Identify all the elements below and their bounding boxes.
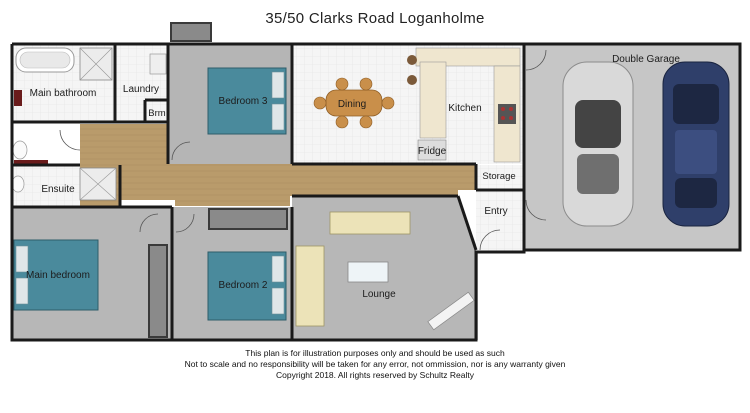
label-brm: Brm (148, 108, 166, 119)
label-laundry: Laundry (123, 84, 159, 95)
car-silver (562, 61, 634, 227)
floor-hallway (80, 124, 476, 207)
coffee-table (347, 261, 389, 283)
disclaimer-line-2: Not to scale and no responsibility will … (184, 359, 566, 369)
label-bedroom3: Bedroom 3 (219, 96, 268, 107)
disclaimer-line-3: Copyright 2018. All rights reserved by S… (276, 370, 474, 380)
kitchen-island (419, 61, 447, 139)
lounge-sofa-left (295, 245, 325, 327)
label-entry: Entry (484, 206, 507, 217)
cooktop (498, 104, 516, 124)
label-kitchen: Kitchen (448, 103, 481, 114)
disclaimer-line-1: This plan is for illustration purposes o… (245, 348, 505, 358)
vanity (14, 90, 22, 106)
label-double-garage: Double Garage (612, 54, 680, 65)
toilet (12, 140, 28, 160)
label-bedroom2: Bedroom 2 (219, 280, 268, 291)
label-dining: Dining (338, 99, 366, 110)
lounge-sofa-top (329, 211, 411, 235)
label-ensuite: Ensuite (41, 184, 75, 195)
vanity-ensuite (14, 160, 48, 166)
tv-unit (427, 291, 475, 331)
walls (10, 42, 742, 342)
laundry-tub (149, 53, 167, 75)
label-storage: Storage (482, 171, 515, 182)
label-lounge: Lounge (362, 289, 396, 300)
disclaimer: This plan is for illustration purposes o… (0, 348, 750, 381)
fridge (417, 139, 447, 161)
car-blue (662, 61, 730, 227)
plan-title: 35/50 Clarks Road Loganholme (265, 10, 485, 27)
label-main-bedroom: Main bedroom (26, 270, 90, 281)
door-swings (59, 49, 547, 251)
floor-storage (476, 165, 524, 190)
ensuite-toilet (11, 175, 25, 193)
label-main-bathroom: Main bathroom (30, 88, 97, 99)
label-fridge: Fridge (418, 146, 447, 157)
floor-entry (476, 190, 524, 252)
